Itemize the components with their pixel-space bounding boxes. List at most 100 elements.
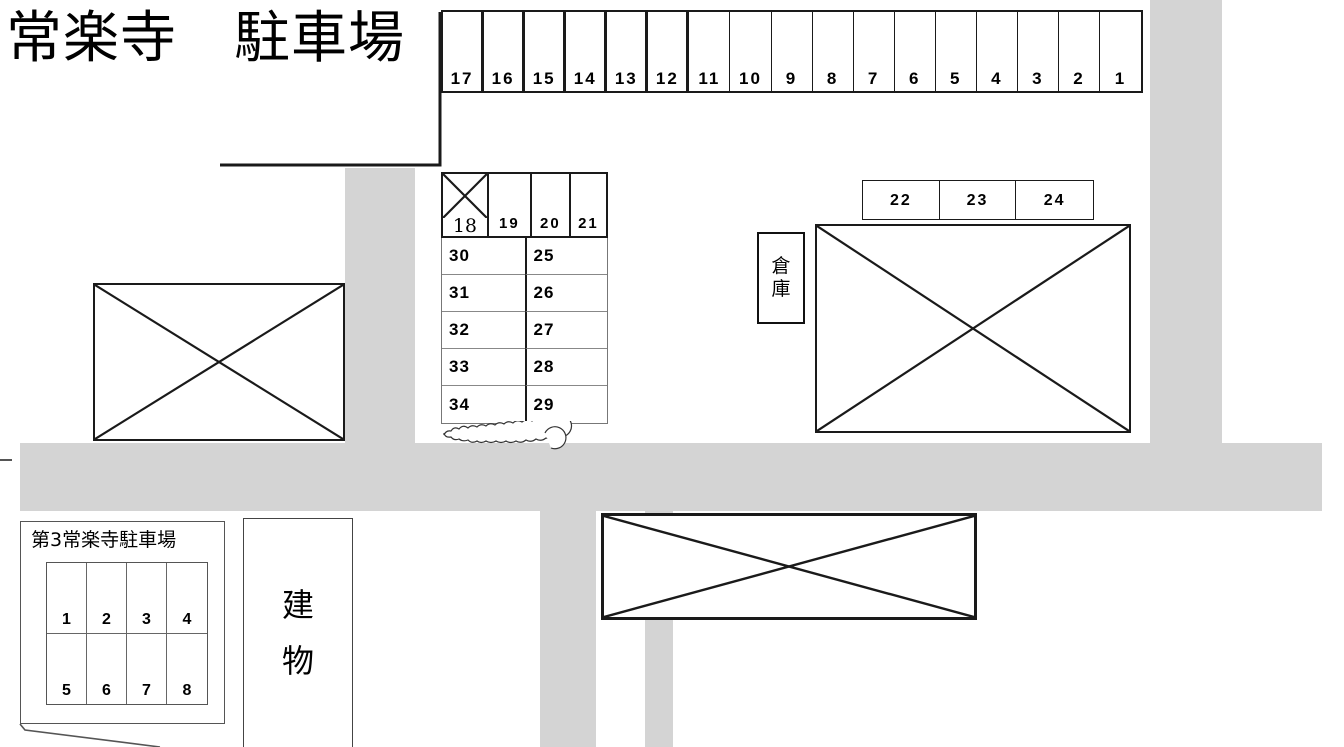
stall-number: 8 — [826, 69, 839, 88]
stall-number: 2 — [1073, 69, 1085, 88]
parking-stall-31[interactable]: 31 — [442, 275, 525, 312]
parking-stall-5[interactable]: 5 — [935, 12, 977, 91]
building-label-char-1: 建 — [281, 586, 314, 624]
parking-stall-11[interactable]: 11 — [689, 12, 731, 91]
third-lot-stall-3[interactable]: 3 — [127, 563, 167, 634]
stall-number: 31 — [449, 283, 470, 302]
third-parking-lot: 第3常楽寺駐車場 1 2 3 4 5 6 7 8 — [20, 521, 225, 724]
parking-stall-7[interactable]: 7 — [853, 12, 895, 91]
third-lot-stall-8[interactable]: 8 — [167, 634, 207, 705]
road-horizontal-main — [20, 443, 1322, 511]
stall-number: 11 — [698, 69, 721, 88]
stall-number: 18 — [452, 215, 478, 237]
stall-number: 12 — [655, 69, 679, 88]
crossed-building-bottom — [601, 513, 977, 620]
parking-stall-18-unavailable[interactable]: 18 — [443, 174, 489, 236]
stall-number: 30 — [449, 246, 470, 265]
stall-number: 17 — [450, 69, 474, 88]
parking-stall-6[interactable]: 6 — [894, 12, 936, 91]
warehouse-label-char-2: 庫 — [771, 278, 791, 300]
parking-stall-28[interactable]: 28 — [524, 349, 607, 386]
road-vertical-center-upper — [345, 168, 415, 443]
parking-stall-3[interactable]: 3 — [1017, 12, 1059, 91]
parking-stall-30[interactable]: 30 — [442, 238, 525, 275]
stall-number: 15 — [532, 69, 556, 88]
parking-row-22-24: 22 23 24 — [862, 180, 1094, 220]
parking-stall-14[interactable]: 14 — [566, 12, 608, 91]
building-label-char-2: 物 — [281, 642, 314, 680]
stall-number: 4 — [991, 69, 1003, 88]
main-parking-row: 17 16 15 14 13 12 11 10 9 8 7 6 5 4 3 2 … — [441, 10, 1143, 93]
parking-stall-22[interactable]: 22 — [863, 181, 940, 219]
third-lot-stall-1[interactable]: 1 — [47, 563, 87, 634]
parking-stall-27[interactable]: 27 — [524, 312, 607, 349]
warehouse-label-char-1: 倉 — [771, 255, 791, 277]
building-box: 建 物 — [243, 518, 353, 747]
stall-number: 7 — [142, 682, 151, 699]
parking-stall-12[interactable]: 12 — [648, 12, 690, 91]
third-lot-stall-4[interactable]: 4 — [167, 563, 207, 634]
stall-number: 3 — [142, 610, 151, 628]
stall-number: 28 — [533, 357, 555, 376]
parking-stall-21[interactable]: 21 — [570, 174, 606, 236]
hedge-shrub — [440, 421, 630, 451]
stall-number: 21 — [578, 215, 599, 232]
parking-stall-9[interactable]: 9 — [771, 12, 813, 91]
parking-stall-15[interactable]: 15 — [525, 12, 567, 91]
stall-number: 3 — [1032, 69, 1044, 88]
stall-number: 10 — [739, 69, 762, 88]
x-cross-icon — [604, 516, 974, 617]
crossed-building-left — [93, 283, 345, 441]
parking-stall-10[interactable]: 10 — [730, 12, 772, 91]
stall-number: 4 — [182, 610, 192, 628]
parking-stall-13[interactable]: 13 — [607, 12, 649, 91]
warehouse-box: 倉 庫 — [757, 232, 805, 324]
road-vertical-right-upper — [1150, 0, 1222, 443]
parking-stall-34[interactable]: 34 — [442, 386, 525, 423]
stall-number: 9 — [785, 69, 798, 88]
stall-number: 19 — [499, 215, 520, 232]
stall-number: 13 — [614, 69, 638, 88]
parking-stall-26[interactable]: 26 — [524, 275, 607, 312]
stall-number: 1 — [1114, 69, 1127, 88]
third-lot-stall-6[interactable]: 6 — [87, 633, 127, 704]
stall-number: 26 — [533, 283, 555, 302]
parking-stall-17[interactable]: 17 — [443, 12, 485, 91]
stall-number: 7 — [867, 69, 880, 88]
page-title: 常楽寺 駐車場 — [6, 6, 405, 71]
stall-number: 1 — [62, 610, 71, 628]
parking-stall-32[interactable]: 32 — [442, 312, 525, 349]
stall-number: 22 — [889, 191, 912, 209]
parking-stall-16[interactable]: 16 — [484, 12, 526, 91]
stall-number: 14 — [573, 69, 597, 88]
parking-stall-23[interactable]: 23 — [939, 181, 1017, 219]
parking-stall-29[interactable]: 29 — [524, 386, 608, 423]
parking-stall-20[interactable]: 20 — [531, 174, 571, 236]
third-lot-stall-5[interactable]: 5 — [47, 633, 87, 704]
parking-stall-1[interactable]: 1 — [1100, 12, 1142, 91]
parking-stall-33[interactable]: 33 — [442, 349, 525, 386]
parking-stall-8[interactable]: 8 — [812, 12, 854, 91]
stall-number: 24 — [1043, 191, 1066, 209]
stall-number: 2 — [102, 610, 111, 628]
parking-stall-25[interactable]: 25 — [524, 238, 607, 275]
parking-stall-24[interactable]: 24 — [1016, 181, 1093, 219]
x-cross-icon — [95, 285, 343, 439]
parking-stall-19[interactable]: 19 — [488, 174, 532, 236]
crossed-building-right — [815, 224, 1131, 433]
x-cross-icon — [817, 226, 1129, 431]
crossed-out-icon — [443, 174, 487, 218]
road-vertical-left-lower — [540, 511, 596, 747]
stall-number: 8 — [182, 682, 192, 699]
stall-number: 33 — [449, 357, 470, 376]
parking-stall-2[interactable]: 2 — [1058, 12, 1100, 91]
stall-number: 6 — [908, 69, 921, 88]
third-lot-stall-2[interactable]: 2 — [87, 563, 127, 634]
parking-stall-4[interactable]: 4 — [976, 12, 1018, 91]
parking-grid-25-34: 30 25 31 26 32 27 33 28 34 29 — [441, 238, 608, 424]
third-lot-grid: 1 2 3 4 5 6 7 8 — [46, 562, 208, 705]
third-lot-stall-7[interactable]: 7 — [127, 633, 167, 704]
stall-number: 34 — [449, 394, 470, 414]
stall-number: 20 — [540, 215, 561, 232]
stall-number: 16 — [491, 69, 515, 88]
